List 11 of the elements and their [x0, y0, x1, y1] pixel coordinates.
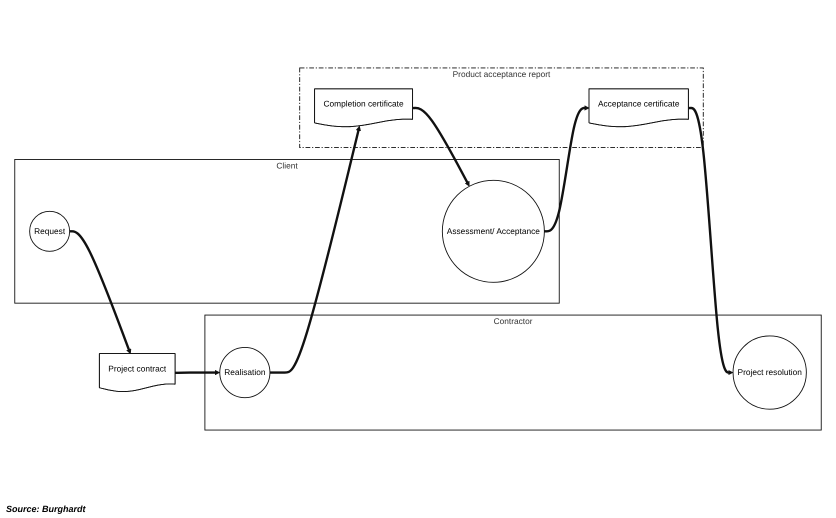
- node-circle: Project resolution: [732, 335, 807, 410]
- arrow: [270, 126, 361, 374]
- node-circle: Request: [29, 210, 70, 252]
- arrow: [688, 106, 734, 376]
- source-note: Source: Burghardt: [6, 504, 86, 514]
- arrow: [544, 105, 590, 232]
- arrow: [70, 230, 132, 354]
- node-circle: Assessment/ Acceptance: [442, 180, 545, 283]
- node-circle: Realisation: [219, 347, 270, 398]
- arrow: [175, 370, 220, 376]
- arrow: [412, 106, 470, 187]
